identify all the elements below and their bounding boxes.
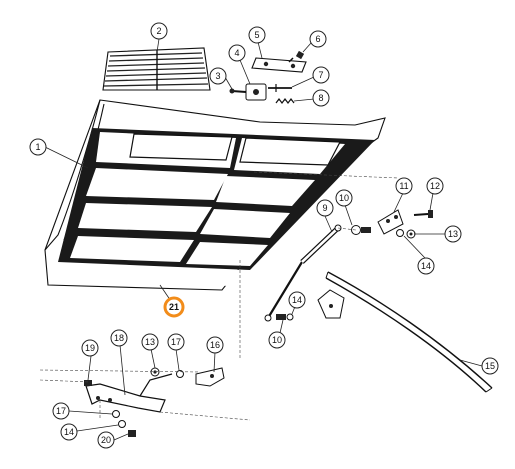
seal-strip — [325, 271, 493, 393]
svg-text:6: 6 — [315, 34, 320, 44]
svg-text:1: 1 — [35, 142, 40, 152]
callout-5: 5 — [248, 26, 266, 44]
callout-13-right: 13 — [444, 225, 462, 243]
svg-text:14: 14 — [292, 295, 302, 305]
svg-text:17: 17 — [171, 337, 181, 347]
lower-strut-mount — [317, 289, 345, 319]
svg-text:15: 15 — [485, 361, 495, 371]
svg-text:21: 21 — [169, 302, 179, 312]
svg-text:14: 14 — [421, 261, 431, 271]
callout-17-lower: 17 — [52, 402, 70, 420]
callout-12: 12 — [426, 177, 444, 195]
svg-text:3: 3 — [215, 71, 220, 81]
callout-17-upper: 17 — [167, 333, 185, 351]
callout-9: 9 — [316, 199, 334, 217]
washer-nut-right — [396, 229, 416, 239]
svg-text:18: 18 — [114, 333, 124, 343]
svg-text:5: 5 — [254, 30, 259, 40]
callout-21-highlighted: 21 — [163, 296, 185, 318]
callout-1: 1 — [29, 138, 47, 156]
screw-6 — [288, 50, 305, 63]
svg-text:12: 12 — [430, 181, 440, 191]
callout-20: 20 — [97, 431, 115, 449]
callout-14-lower: 14 — [60, 423, 78, 441]
alignment-lines — [39, 171, 399, 421]
bonnet-catch — [245, 83, 267, 101]
callout-2: 2 — [150, 22, 168, 40]
vent-grille — [102, 47, 211, 91]
callout-16: 16 — [206, 336, 224, 354]
callout-18: 18 — [110, 329, 128, 347]
ball-stud-lower — [276, 313, 294, 321]
callout-10-lower: 10 — [268, 331, 286, 349]
svg-text:4: 4 — [234, 48, 239, 58]
callout-14-right: 14 — [417, 257, 435, 275]
svg-text:20: 20 — [101, 435, 111, 445]
svg-text:14: 14 — [64, 427, 74, 437]
callout-14-middle: 14 — [288, 291, 306, 309]
hinge-plate — [251, 57, 307, 73]
bolt-12 — [413, 210, 433, 218]
bonnet-panel — [44, 99, 386, 291]
pin-7 — [268, 84, 292, 92]
svg-text:10: 10 — [339, 193, 349, 203]
bolt-3 — [229, 88, 247, 94]
svg-text:19: 19 — [85, 343, 95, 353]
callout-10-upper: 10 — [335, 189, 353, 207]
svg-text:13: 13 — [448, 229, 458, 239]
callout-19: 19 — [81, 339, 99, 357]
svg-text:10: 10 — [272, 335, 282, 345]
callout-8: 8 — [312, 89, 330, 107]
svg-text:9: 9 — [322, 203, 327, 213]
ball-stud-upper — [351, 225, 371, 235]
svg-text:11: 11 — [399, 181, 408, 191]
callout-15: 15 — [481, 357, 499, 375]
svg-text:7: 7 — [318, 70, 323, 80]
callout-3: 3 — [209, 67, 227, 85]
callouts: 1 2 3 4 5 6 7 8 9 10 10 11 12 13 13 14 1… — [29, 22, 499, 449]
gas-strut — [264, 224, 342, 322]
svg-text:13: 13 — [145, 337, 155, 347]
callout-4: 4 — [228, 44, 246, 62]
spring-8 — [275, 98, 295, 104]
callout-7: 7 — [312, 66, 330, 84]
callout-13-lower: 13 — [141, 333, 159, 351]
svg-text:17: 17 — [56, 406, 66, 416]
callout-6: 6 — [309, 30, 327, 48]
strut-bracket — [377, 209, 404, 235]
callout-11: 11 — [395, 177, 413, 195]
svg-text:16: 16 — [210, 340, 220, 350]
svg-text:2: 2 — [156, 26, 161, 36]
svg-text:8: 8 — [318, 93, 323, 103]
